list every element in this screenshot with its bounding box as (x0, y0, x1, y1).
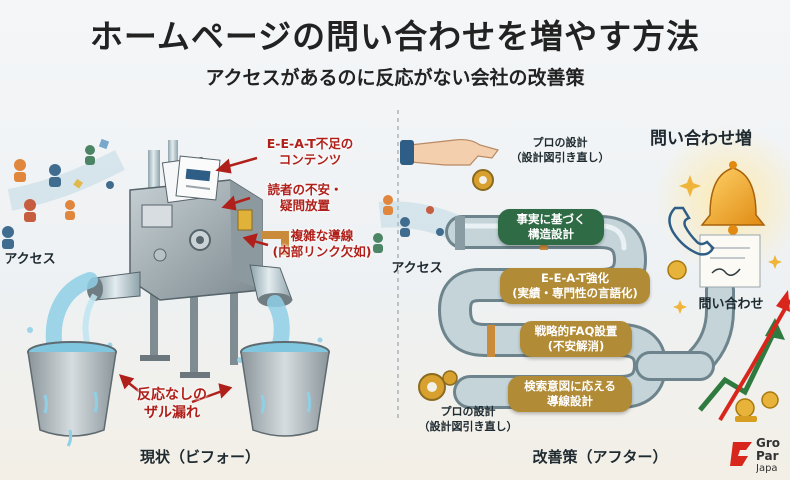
inquiry-label: 問い合わせ (698, 297, 764, 312)
access-label-right: アクセス (391, 261, 443, 276)
problem-label-navigation: 複雑な導線 (内部リンク欠如) (272, 228, 372, 260)
step-pill-faq: 戦略的FAQ設置 (不安解消) (520, 321, 632, 357)
bell-icon (700, 161, 766, 235)
logo-mark (730, 442, 752, 466)
step-pill-navigation: 検索意図に応える 導線設計 (508, 376, 632, 412)
leak-label: 反応なしの ザル漏れ (137, 387, 207, 422)
caption-before: 現状（ビフォー） (139, 448, 260, 466)
sparkle-icons (673, 175, 782, 314)
logo-text-line2: Par (756, 449, 779, 464)
growth-arrow-icon (698, 290, 790, 422)
access-label-left: アクセス (4, 252, 56, 267)
page-title: ホームページの問い合わせを増やす方法 (89, 17, 701, 56)
pro-design-label-top: プロの設計 （設計図引き直し） (510, 136, 610, 164)
coin-icons (667, 260, 779, 422)
bucket-right (240, 341, 330, 437)
gear-icon-bottom (418, 370, 458, 401)
access-icon-stream-right (373, 195, 466, 253)
bucket-left (27, 341, 117, 447)
increase-banner: 問い合わせ増 (650, 129, 752, 149)
logo-text-line3: Japa (756, 463, 778, 475)
problem-label-anxiety: 読者の不安・ 疑問放置 (267, 182, 343, 214)
logo-text-line1: Gro (756, 437, 781, 450)
leaky-machine (87, 140, 293, 378)
problem-label-eeat: E-E-A-T不足の コンテンツ (266, 136, 354, 168)
step-pill-structure: 事実に基づく 構造設計 (498, 209, 604, 245)
access-icon-stream-left (2, 138, 125, 249)
phone-icon (668, 206, 715, 256)
problem-arrows (119, 156, 269, 404)
page-subtitle: アクセスがあるのに反応がない会社の改善策 (205, 67, 585, 89)
company-logo[interactable]: Gro Par Japa (756, 437, 790, 474)
hand-with-gear-icon (400, 138, 500, 191)
pro-design-label-bottom: プロの設計 （設計図引き直し） (418, 405, 518, 433)
caption-after: 改善策（アフター） (532, 448, 668, 466)
step-pill-eeat: E-E-A-T強化 (実績・専門性の言語化) (500, 268, 650, 304)
